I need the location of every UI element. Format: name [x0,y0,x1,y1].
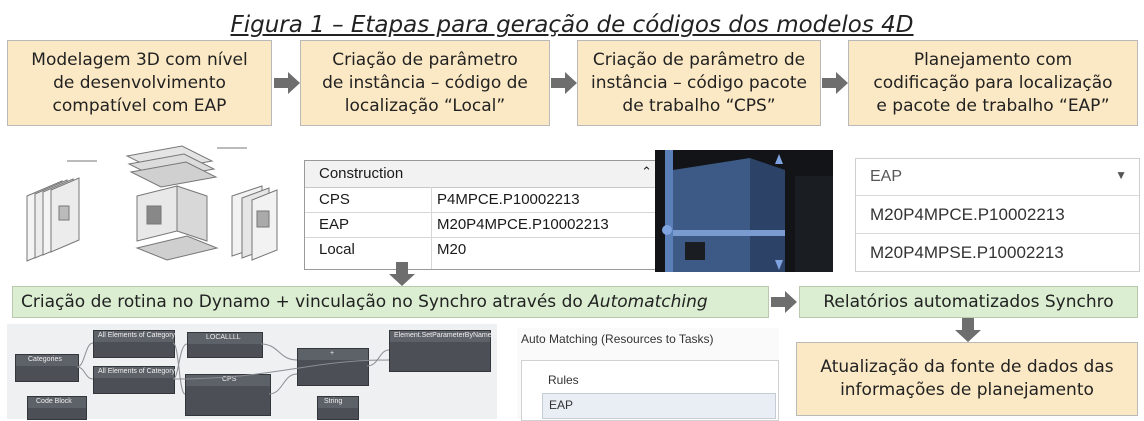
dynamo-routine-bar: Criação de rotina no Dynamo + vinculação… [12,286,769,318]
table-row: CPS P4MPCE.P10002213 [305,188,660,213]
step-line: de trabalho “CPS” [622,95,776,116]
parameter-table: Construction ⌃ CPS P4MPCE.P10002213 EAP … [304,160,661,270]
dropdown-arrow-icon[interactable]: ▼ [1115,168,1127,182]
arrow-right-icon [771,291,797,313]
eap-header-label: EAP [870,168,903,185]
dynamo-node[interactable]: String [317,396,359,420]
dynamo-node[interactable]: LOCALLLL [187,332,263,358]
node-label: Element.SetParameterByName [394,332,492,339]
step-line: e pacote de trabalho “EAP” [876,95,1110,116]
node-label: LOCALLLL [206,334,241,341]
step-line: compatível com EAP [52,95,227,116]
figure-title: Figura 1 – Etapas para geração de código… [230,12,914,38]
list-item: M20P4MPCE.P10002213 [856,196,1139,234]
param-value[interactable]: M20P4MPCE.P10002213 [437,216,609,233]
eap-column: EAP ▼ M20P4MPCE.P10002213 M20P4MPSE.P100… [855,158,1140,272]
node-label: String [324,398,343,405]
arrow-down-icon [955,318,981,342]
column-divider [431,187,432,269]
param-value[interactable]: P4MPCE.P10002213 [437,191,580,208]
param-name: EAP [319,216,350,233]
eap-value: M20P4MPCE.P10002213 [870,205,1065,224]
step-line: Modelagem 3D com nível [31,49,248,70]
dynamo-bar-italic: Automatching [588,292,708,312]
node-label: All Elements of Category [98,368,176,375]
param-name: CPS [319,191,350,208]
dynamo-node[interactable]: + [297,348,369,386]
step-line: Criação de parâmetro [332,49,518,70]
arrow-right-icon [274,72,300,94]
step-line: de desenvolvimento [53,72,226,93]
table-row: Local M20 [305,238,660,262]
arrow-right-icon [551,72,577,94]
rule-item[interactable]: EAP [542,393,776,419]
table-row: EAP M20P4MPCE.P10002213 [305,213,660,238]
update-box: Atualização da fonte de dados das informa… [796,342,1138,416]
step-line: de instância – código de [322,72,528,93]
exploded-model-image [26,145,278,262]
node-label: Categories [28,356,62,363]
arrow-down-icon [389,262,415,286]
auto-matching-title: Auto Matching (Resources to Tasks) [521,332,714,346]
viewport-3d [655,150,833,272]
rule-value: EAP [549,398,574,412]
eap-header[interactable]: EAP ▼ [856,159,1139,196]
rules-group: Rules EAP [521,360,779,421]
step-line: localização “Local” [344,95,506,116]
arrow-right-icon [822,72,848,94]
step-line: Planejamento com [913,49,1073,70]
dynamo-graph: Categories All Elements of Category All … [7,324,497,420]
dynamo-node[interactable]: Categories [15,354,79,382]
dynamo-node[interactable]: CPS [185,374,271,416]
list-item: M20P4MPSE.P10002213 [856,234,1139,270]
reports-label: Relatórios automatizados Synchro [823,292,1114,312]
eap-value: M20P4MPSE.P10002213 [870,243,1064,262]
node-label: CPS [222,376,237,383]
auto-matching-panel: Auto Matching (Resources to Tasks) Rules… [517,328,779,421]
node-label: All Elements of Category [98,332,176,339]
param-name: Local [319,241,355,258]
step-line: codificação para localização [873,72,1113,93]
node-label: Code Block [36,398,72,405]
dynamo-bar-text: Criação de rotina no Dynamo + vinculação… [21,292,589,312]
update-line: Atualização da fonte de dados das [820,357,1114,377]
table-header-label: Construction [319,165,404,182]
step-line: instância – código pacote [591,72,807,93]
node-label: + [330,350,335,357]
viewport-geometry [655,150,833,272]
dynamo-node[interactable]: All Elements of Category [93,366,175,394]
node-wires [76,342,390,395]
dynamo-node[interactable]: Element.SetParameterByName [389,330,492,372]
step-line: Criação de parâmetro de [592,49,806,70]
collapse-icon[interactable]: ⌃ [641,164,652,179]
update-line: informações de planejamento [840,380,1094,400]
table-header: Construction ⌃ [305,161,660,188]
reports-box: Relatórios automatizados Synchro [799,286,1138,318]
param-value[interactable]: M20 [437,241,467,258]
rules-label: Rules [548,373,579,387]
